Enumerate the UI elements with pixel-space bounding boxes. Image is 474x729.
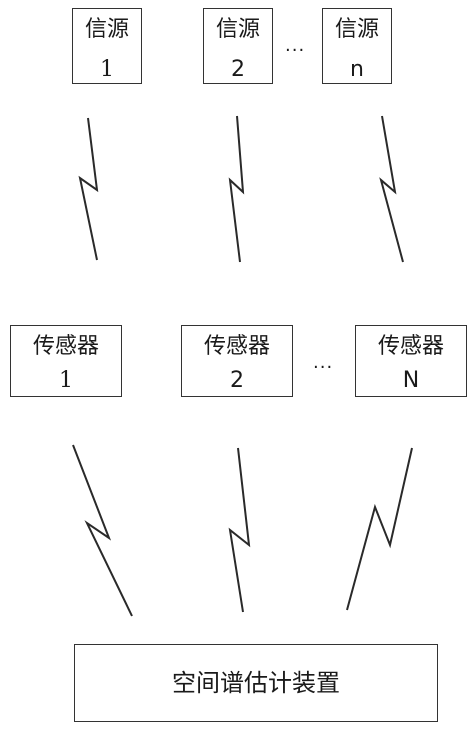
lightning-bolt-icon	[228, 447, 251, 613]
sensor-label: 传感器	[203, 334, 270, 359]
sensor-box-n: 传感器 N	[355, 325, 467, 397]
lightning-bolt-icon	[228, 115, 245, 263]
source-index: 1	[100, 57, 114, 82]
sensor-label: 传感器	[32, 334, 99, 359]
estimator-label: 空间谱估计装置	[172, 669, 340, 697]
sensor-index: 2	[230, 368, 244, 393]
sources-ellipsis: ···	[285, 40, 306, 61]
sensor-box-1: 传感器 1	[10, 325, 122, 397]
sensor-box-2: 传感器 2	[181, 325, 293, 397]
source-label: 信源	[334, 17, 379, 42]
sensors-ellipsis: ···	[313, 357, 334, 378]
source-box-n: 信源 n	[322, 8, 392, 84]
source-label: 信源	[84, 17, 129, 42]
sensor-index: N	[402, 368, 420, 393]
lightning-bolt-icon	[379, 115, 404, 263]
sensor-label: 传感器	[377, 334, 444, 359]
source-box-1: 信源 1	[72, 8, 142, 84]
source-index: 2	[231, 57, 245, 82]
lightning-bolt-icon	[78, 117, 99, 261]
sensor-index: 1	[59, 368, 73, 393]
source-box-2: 信源 2	[203, 8, 273, 84]
spatial-spectrum-estimator-box: 空间谱估计装置	[74, 644, 438, 722]
lightning-bolt-icon	[346, 447, 413, 611]
source-label: 信源	[215, 17, 260, 42]
source-index: n	[350, 57, 364, 82]
lightning-bolt-icon	[72, 444, 133, 617]
